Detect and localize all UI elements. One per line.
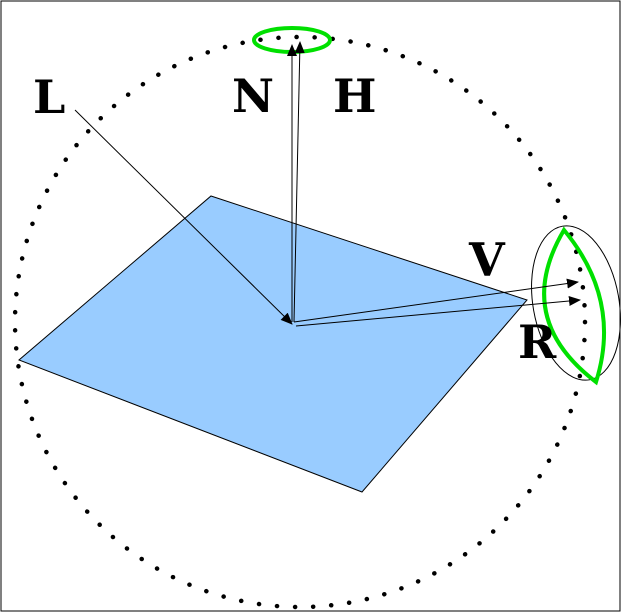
label-halfway: H [333,69,376,123]
halfway-vector-arrow [293,41,305,323]
specular-lobe-ellipse [531,225,621,381]
specular-highlight-lens [542,226,606,386]
light-vector-arrow [74,109,293,325]
surface-plane [18,195,528,493]
reflection-vector-arrow [295,296,581,327]
label-view: V [468,233,506,287]
view-vector-arrow [293,278,579,323]
label-reflection: R [518,315,557,369]
label-light: L [33,70,65,124]
dotted-hemisphere [12,34,588,610]
label-normal: N [232,69,274,123]
